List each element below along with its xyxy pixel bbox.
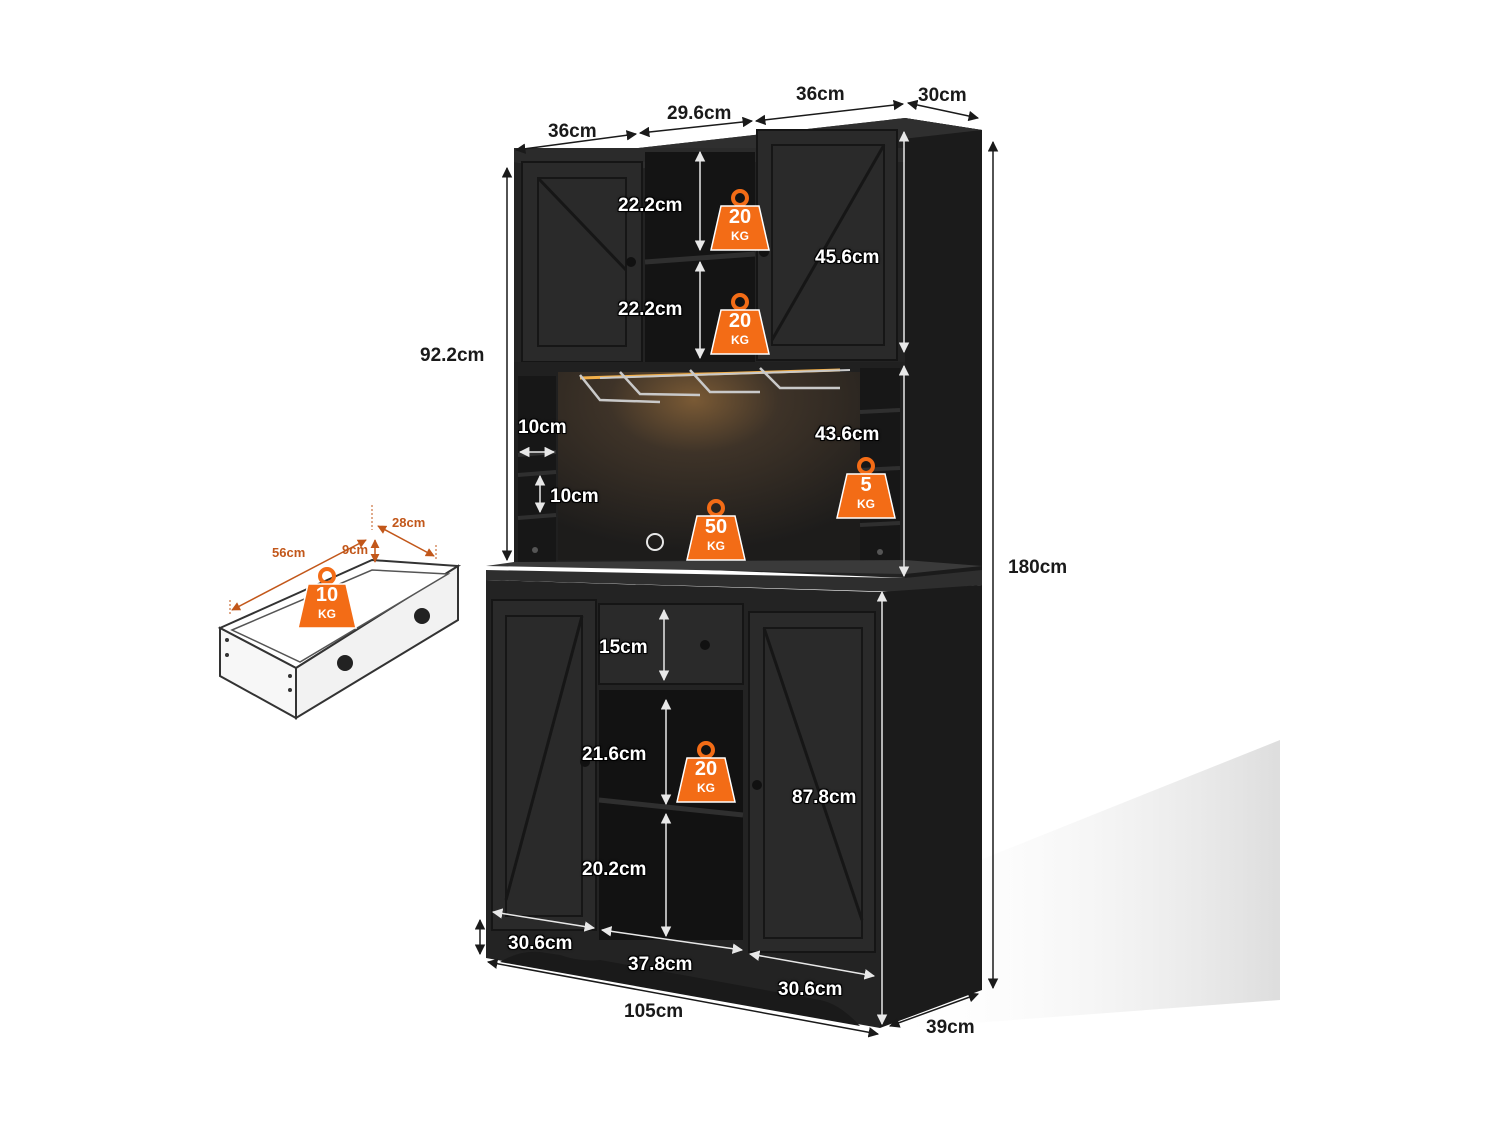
load-value: 20 [728, 310, 752, 332]
load-unit: KG [731, 333, 749, 347]
top-left-width-label: 36cm [548, 121, 597, 142]
load-unit: KG [707, 539, 725, 553]
hutch-height-label: 43.6cm [815, 424, 880, 445]
lower-left-knob [580, 757, 590, 767]
weight-icon [686, 499, 746, 561]
load-value: 10 [315, 584, 339, 606]
weight-icon [710, 293, 770, 355]
inner-dimension-lines [491, 130, 910, 980]
hutch-load-badge: 50 KG [683, 498, 749, 564]
top-center-width-label: 29.6cm [667, 103, 732, 124]
wine-cube-height-label: 10cm [550, 486, 599, 507]
glass-rack [579, 367, 840, 404]
load-value: 20 [694, 758, 718, 780]
upper-shelf-1-load-badge: 20 KG [707, 188, 773, 254]
lower-side-panel [880, 585, 982, 1028]
center-drawer [598, 603, 744, 685]
drawer-detail-knob-1 [337, 655, 353, 671]
load-value: 20 [728, 206, 752, 228]
weight-icon [297, 567, 357, 629]
lower-cabinet-height-label: 87.8cm [792, 787, 857, 808]
upper-shelf-1-label: 22.2cm [618, 195, 683, 216]
load-unit: KG [697, 781, 715, 795]
total-width-label: 105cm [624, 1001, 684, 1022]
cable-hole [646, 533, 664, 551]
load-unit: KG [318, 607, 336, 621]
upper-shelf-2-label: 22.2cm [618, 299, 683, 320]
drawer-height-label: 15cm [599, 637, 648, 658]
lower-right-knob [752, 780, 762, 790]
lower-right-width-label: 30.6cm [778, 979, 843, 1000]
upper-left-door [521, 161, 643, 363]
load-value: 5 [860, 474, 872, 496]
total-height-label: 180cm [1008, 557, 1068, 578]
lower-shelf-1-label: 21.6cm [582, 744, 647, 765]
upper-side-panel [905, 118, 982, 578]
lower-center-width-label: 37.8cm [628, 954, 693, 975]
lower-left-door [491, 599, 597, 931]
top-depth-label: 30cm [918, 85, 967, 106]
drawer-detail-knob-2 [414, 608, 430, 624]
total-depth-label: 39cm [926, 1017, 975, 1038]
load-unit: KG [731, 229, 749, 243]
drawer-length-label: 56cm [272, 545, 306, 560]
weight-icon [710, 189, 770, 251]
lower-shelf-load-badge: 20 KG [673, 740, 739, 806]
upper-shelf-2-load-badge: 20 KG [707, 292, 773, 358]
countertop [486, 570, 982, 592]
lower-left-width-label: 30.6cm [508, 933, 573, 954]
left-wine-cubes [518, 376, 556, 562]
upper-cabinet-height-label: 45.6cm [815, 247, 880, 268]
drawer-depth-label: 9cm [342, 542, 369, 557]
dimension-lines [474, 99, 999, 1038]
wine-cube-width-label: 10cm [518, 417, 567, 438]
drawer-width-label: 28cm [392, 515, 426, 530]
load-value: 50 [704, 516, 728, 538]
load-unit: KG [857, 497, 875, 511]
weight-icon [676, 741, 736, 803]
weight-icon [836, 457, 896, 519]
upper-left-knob [626, 257, 636, 267]
drawer-knob [700, 640, 710, 650]
wine-rack-load-badge: 5 KG [833, 456, 899, 522]
drawer-load-badge: 10 KG [294, 566, 360, 632]
lower-shelf-2-label: 20.2cm [582, 859, 647, 880]
upper-height-label: 92.2cm [420, 345, 485, 366]
right-wine-cubes [860, 368, 900, 564]
top-right-width-label: 36cm [796, 84, 845, 105]
